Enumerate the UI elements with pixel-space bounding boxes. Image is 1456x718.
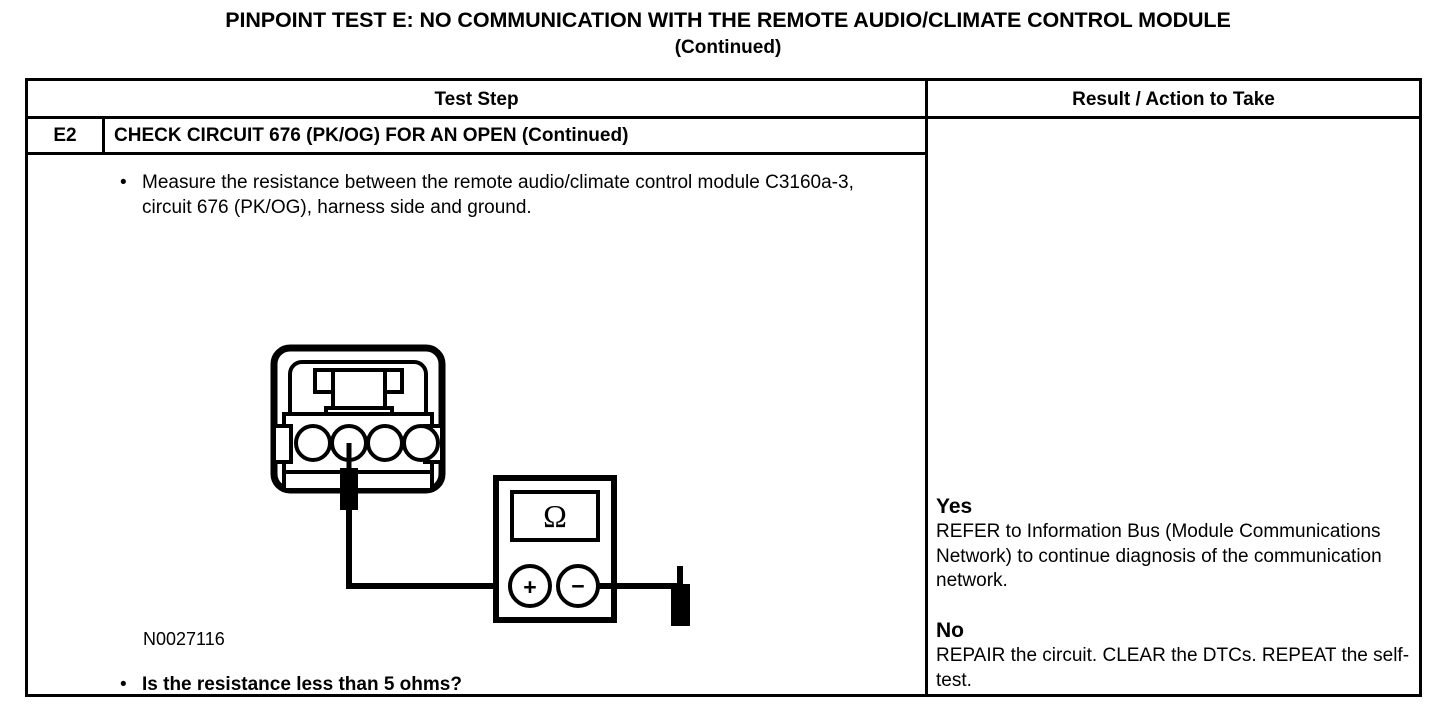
page-title: PINPOINT TEST E: NO COMMUNICATION WITH T… <box>225 8 1231 32</box>
instruction-text-measure: Measure the resistance between the remot… <box>142 172 854 218</box>
instruction-bullet-measure: • Measure the resistance between the rem… <box>116 171 896 220</box>
instruction-text-question: Is the resistance less than 5 ohms? <box>142 674 462 695</box>
result-text-yes: REFER to Information Bus (Module Communi… <box>936 521 1382 591</box>
instruction-bullet-question: • Is the resistance less than 5 ohms? <box>116 673 896 698</box>
figure-reference-number: N0027116 <box>143 629 225 649</box>
ground-symbol-icon <box>654 566 706 718</box>
connector-icon <box>270 344 446 494</box>
test-lead-positive <box>346 502 529 589</box>
connector-pin-1 <box>294 424 332 462</box>
result-block-yes: Yes REFER to Information Bus (Module Com… <box>936 494 1426 594</box>
step-code-divider <box>102 119 105 152</box>
result-label-no: No <box>936 619 964 642</box>
test-diagram: Ω + − <box>238 266 738 718</box>
bullet-point-icon: • <box>120 172 127 193</box>
bullet-point-icon: • <box>120 674 127 695</box>
step-code: E2 <box>53 125 77 146</box>
column-header-test-step: Test Step <box>434 89 519 110</box>
result-label-yes: Yes <box>936 495 973 518</box>
table-header-rule <box>28 116 1419 119</box>
meter-display <box>510 490 600 542</box>
result-text-no: REPAIR the circuit. CLEAR the DTCs. REPE… <box>936 645 1410 691</box>
connector-pin-4 <box>402 424 440 462</box>
result-block-no: No REPAIR the circuit. CLEAR the DTCs. R… <box>936 618 1426 693</box>
page-title-continued: (Continued) <box>674 37 782 58</box>
step-row-rule <box>28 152 925 155</box>
column-header-result-action: Result / Action to Take <box>1072 89 1275 110</box>
svg-text:−: − <box>571 573 584 599</box>
meter-terminal-positive <box>508 564 552 608</box>
multimeter-icon: Ω + − <box>493 475 617 623</box>
step-title: CHECK CIRCUIT 676 (PK/OG) FOR AN OPEN (C… <box>114 125 629 146</box>
pinpoint-test-table: Test Step Result / Action to Take E2 CHE… <box>25 78 1422 718</box>
svg-text:+: + <box>523 574 536 600</box>
table-column-divider <box>925 81 928 694</box>
connector-pin-3 <box>366 424 404 462</box>
ohm-symbol: Ω <box>543 498 567 534</box>
